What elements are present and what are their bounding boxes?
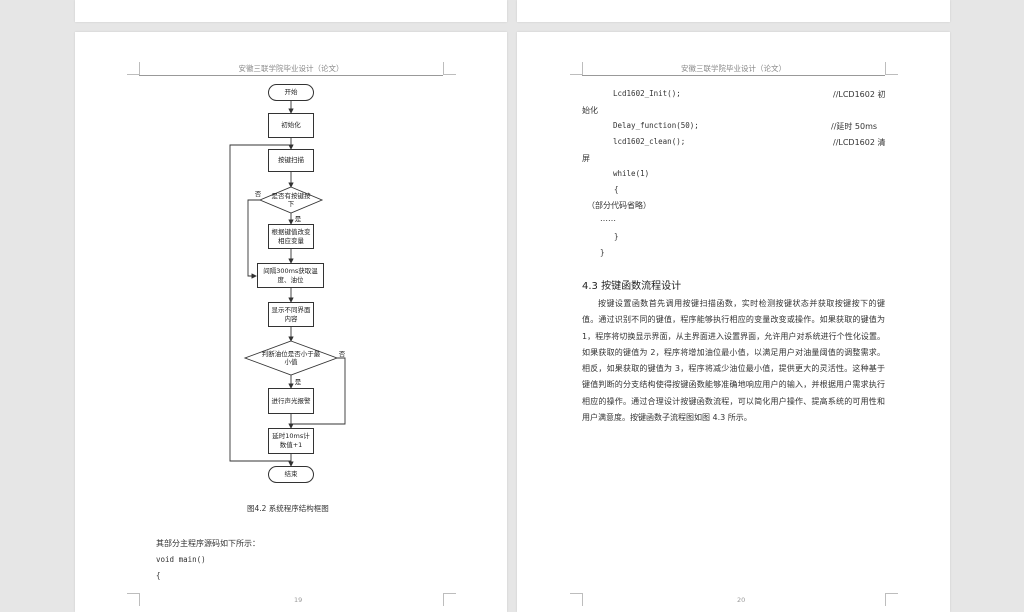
header-rule [139, 75, 443, 76]
interval-node: 间隔300ms获取温度、油位 [257, 263, 324, 288]
crop-mark-br [443, 593, 456, 606]
page-header: 安徽三联学院毕业设计（论文） [681, 64, 786, 73]
code-line: Lcd1602_Init(); [613, 89, 681, 98]
alarm-node: 进行声光报警 [268, 388, 314, 414]
crop-mark-bl [570, 593, 583, 606]
crop-mark-bl [127, 593, 140, 606]
decision-key-yes-label: 是 [294, 215, 302, 223]
body-paragraph: 按键设置函数首先调用按键扫描函数，实时检测按键状态并获取按键按下的键值。通过识别… [582, 299, 885, 423]
decision-key-no-label: 否 [254, 190, 262, 198]
code-line: } [614, 232, 619, 241]
start-node: 开始 [268, 84, 314, 101]
end-node: 结束 [268, 466, 314, 483]
code-comment: //LCD1602 清 [833, 138, 886, 147]
code-comment-wrap: 屏 [582, 154, 590, 163]
adjust-node: 根据键值改变相应变量 [268, 224, 314, 249]
crop-mark-tr [885, 62, 898, 75]
previous-page-left [75, 0, 507, 22]
code-line: lcd1602_clean(); [613, 137, 686, 146]
figure-caption: 图4.2 系统程序结构框图 [247, 504, 329, 513]
code-comment-wrap: 始化 [582, 106, 598, 115]
page-number: 20 [737, 596, 746, 604]
crop-mark-tl [570, 62, 583, 75]
code-note: （部分代码省略） [587, 201, 651, 210]
code-line: while(1) [613, 169, 650, 178]
section-heading: 4.3 按键函数流程设计 [582, 281, 682, 292]
crop-mark-tl [127, 62, 140, 75]
previous-page-right [517, 0, 950, 22]
code-line: { [156, 571, 161, 580]
code-line: { [614, 185, 619, 194]
delay-node: 延时10ms计数值+1 [268, 428, 314, 454]
code-note: …… [600, 214, 616, 223]
crop-mark-br [885, 593, 898, 606]
page-20: 安徽三联学院毕业设计（论文） Lcd1602_Init(); //LCD1602… [517, 32, 950, 612]
code-line: Delay_function(50); [613, 121, 699, 130]
page-19: 安徽三联学院毕业设计（论文） [75, 32, 507, 612]
body-intro: 其部分主程序源码如下所示： [156, 539, 260, 548]
page-number: 19 [294, 596, 303, 604]
code-line: void main() [156, 555, 206, 564]
decision-oil-yes-label: 是 [294, 378, 302, 386]
header-rule [582, 75, 885, 76]
page-header: 安徽三联学院毕业设计（论文） [238, 64, 344, 73]
display-node: 显示不同界面内容 [268, 302, 314, 327]
code-comment: //延时 50ms [831, 122, 878, 131]
decision-oil-node: 判断油位是否小于最小值 [261, 350, 321, 366]
code-comment: //LCD1602 初 [833, 90, 886, 99]
init-node: 初始化 [268, 113, 314, 138]
decision-oil-no-label: 否 [338, 350, 346, 358]
scan-node: 按键扫描 [268, 149, 314, 172]
decision-key-node: 是否有按键按下 [271, 192, 311, 208]
code-line: } [600, 248, 605, 257]
crop-mark-tr [443, 62, 456, 75]
flowchart-connectors [229, 101, 346, 467]
